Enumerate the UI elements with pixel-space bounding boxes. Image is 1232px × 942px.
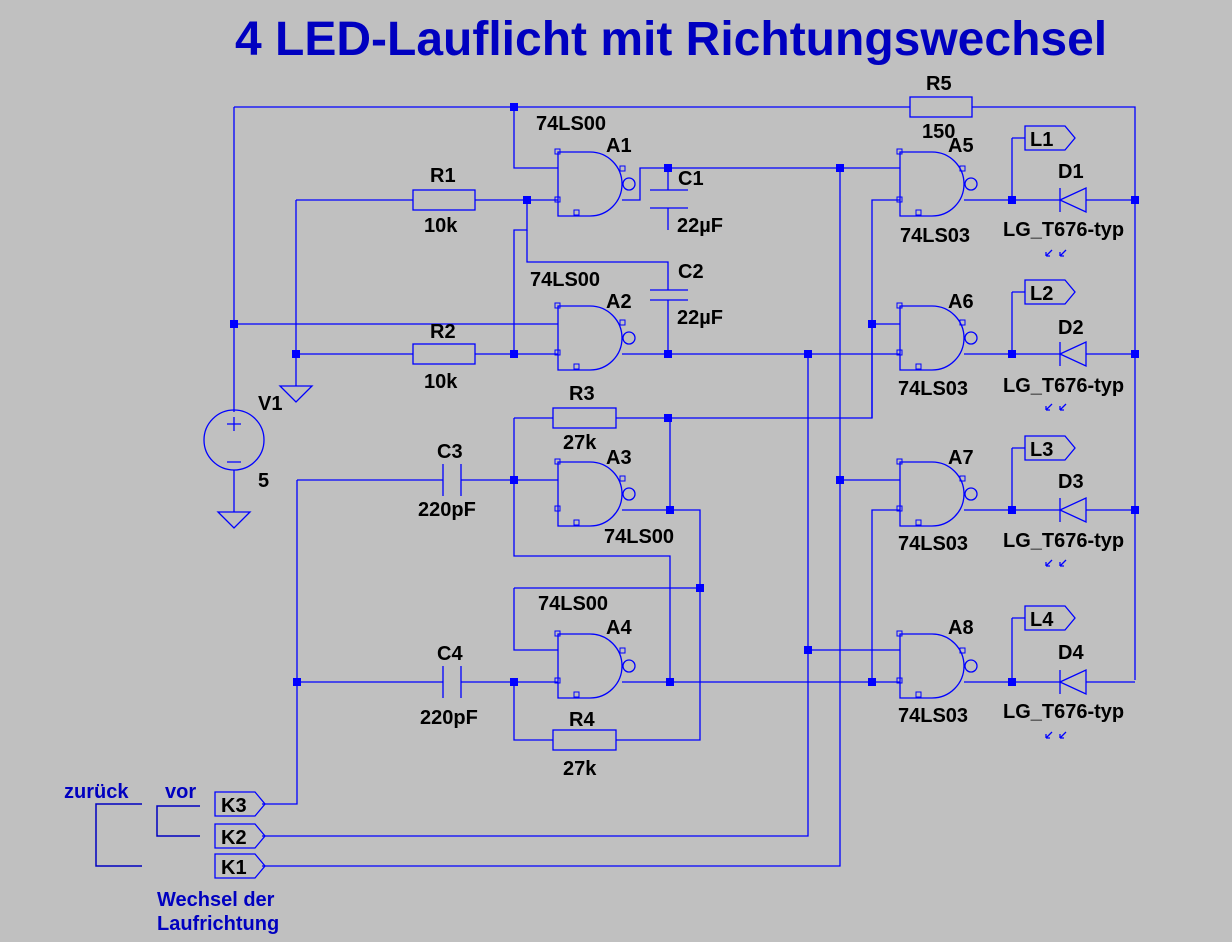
led-d2[interactable]: D2 LG_T676-typ [1003, 317, 1124, 411]
capacitor-c3-value: 220pF [418, 499, 476, 521]
gate-a2-type: 74LS00 [530, 269, 600, 291]
led-d4-ref: D4 [1058, 642, 1084, 664]
led-d3-value: LG_T676-typ [1003, 530, 1124, 552]
net-label-k1[interactable]: K1 [214, 853, 266, 879]
resistor-r2-ref: R2 [430, 321, 456, 343]
gate-a5-ref: A5 [948, 135, 974, 157]
schematic-title: 4 LED-Lauflicht mit Richtungswechsel [235, 13, 1107, 66]
gate-a2[interactable]: 74LS00 A2 [530, 269, 636, 371]
led-d2-ref: D2 [1058, 317, 1084, 339]
led-d2-value: LG_T676-typ [1003, 375, 1124, 397]
capacitor-c4-value: 220pF [420, 707, 478, 729]
gate-a5[interactable]: A5 74LS03 [896, 135, 978, 247]
wires [233, 106, 1136, 867]
net-label-k2-text: K2 [221, 827, 247, 849]
resistor-r2-value: 10k [424, 371, 458, 393]
switch-forward-label: vor [165, 781, 196, 803]
gate-a6[interactable]: A6 74LS03 [896, 291, 978, 400]
gate-a1-type: 74LS00 [536, 113, 606, 135]
net-label-k2[interactable]: K2 [214, 823, 266, 849]
led-d3[interactable]: D3 LG_T676-typ [1003, 471, 1124, 567]
capacitor-c3[interactable]: C3 220pF [418, 441, 476, 521]
net-label-l2-text: L2 [1030, 283, 1053, 305]
resistor-r1-value: 10k [424, 215, 458, 237]
gate-a3-type: 74LS00 [604, 526, 674, 548]
gate-a1-ref: A1 [606, 135, 632, 157]
voltage-source-v1-value: 5 [258, 470, 269, 492]
capacitor-c1-value: 22µF [677, 215, 723, 237]
capacitor-c1[interactable]: C1 22µF [650, 168, 723, 237]
gate-a8[interactable]: A8 74LS03 [896, 617, 978, 727]
net-label-k3[interactable]: K3 [214, 791, 266, 817]
capacitor-c4[interactable]: C4 220pF [420, 643, 478, 729]
led-d1-value: LG_T676-typ [1003, 219, 1124, 241]
led-d3-ref: D3 [1058, 471, 1084, 493]
gate-a3[interactable]: A3 74LS00 [554, 447, 674, 548]
ground-icon [278, 385, 314, 403]
led-d4-value: LG_T676-typ [1003, 701, 1124, 723]
gate-a4-type: 74LS00 [538, 593, 608, 615]
gate-a7-type: 74LS03 [898, 533, 968, 555]
resistor-r4[interactable]: R4 27k [552, 709, 617, 780]
resistor-r5-ref: R5 [926, 73, 952, 95]
gate-a8-type: 74LS03 [898, 705, 968, 727]
resistor-r5[interactable]: R5 150 [909, 73, 973, 143]
resistor-r3-value: 27k [563, 432, 597, 454]
gate-a4[interactable]: 74LS00 A4 [538, 593, 636, 699]
gate-a6-type: 74LS03 [898, 378, 968, 400]
net-label-l1-text: L1 [1030, 129, 1053, 151]
direction-switch-note: zurück vor Wechsel der Laufrichtung [64, 781, 279, 935]
capacitor-c3-ref: C3 [437, 441, 463, 463]
voltage-source-v1[interactable]: V1 5 [203, 393, 282, 512]
junctions [230, 103, 1139, 686]
resistor-r3[interactable]: R3 27k [552, 383, 617, 454]
net-label-l4-text: L4 [1030, 609, 1054, 631]
capacitor-c1-ref: C1 [678, 168, 704, 190]
gate-a5-type: 74LS03 [900, 225, 970, 247]
net-label-l3-text: L3 [1030, 439, 1053, 461]
switch-caption-line1: Wechsel der [157, 889, 275, 911]
resistor-r1-ref: R1 [430, 165, 456, 187]
net-label-k3-text: K3 [221, 795, 247, 817]
resistor-r4-ref: R4 [569, 709, 595, 731]
gate-a4-ref: A4 [606, 617, 632, 639]
gate-a1[interactable]: 74LS00 A1 [536, 113, 636, 217]
net-label-l4[interactable]: L4 [1024, 605, 1076, 631]
capacitor-c2-value: 22µF [677, 307, 723, 329]
led-d1-ref: D1 [1058, 161, 1084, 183]
switch-back-label: zurück [64, 781, 129, 803]
gate-a8-ref: A8 [948, 617, 974, 639]
gate-a7[interactable]: A7 74LS03 [896, 447, 978, 555]
net-label-l2[interactable]: L2 [1024, 279, 1076, 305]
resistor-r5-value: 150 [922, 121, 955, 143]
led-d4[interactable]: D4 LG_T676-typ [1003, 642, 1124, 739]
led-d1[interactable]: D1 LG_T676-typ [1003, 161, 1124, 257]
resistor-r1[interactable]: R1 10k [412, 165, 476, 237]
capacitor-c4-ref: C4 [437, 643, 463, 665]
gate-a7-ref: A7 [948, 447, 974, 469]
gate-a2-ref: A2 [606, 291, 632, 313]
voltage-source-v1-ref: V1 [258, 393, 282, 415]
net-label-l1[interactable]: L1 [1024, 125, 1076, 151]
switch-caption-line2: Laufrichtung [157, 913, 279, 935]
ground-icon [216, 511, 252, 529]
resistor-r2[interactable]: R2 10k [412, 321, 476, 393]
resistor-r3-ref: R3 [569, 383, 595, 405]
gate-a3-ref: A3 [606, 447, 632, 469]
capacitor-c2[interactable]: C2 22µF [650, 261, 723, 329]
gate-a6-ref: A6 [948, 291, 974, 313]
net-label-k1-text: K1 [221, 857, 247, 879]
resistor-r4-value: 27k [563, 758, 597, 780]
capacitor-c2-ref: C2 [678, 261, 704, 283]
net-label-l3[interactable]: L3 [1024, 435, 1076, 461]
